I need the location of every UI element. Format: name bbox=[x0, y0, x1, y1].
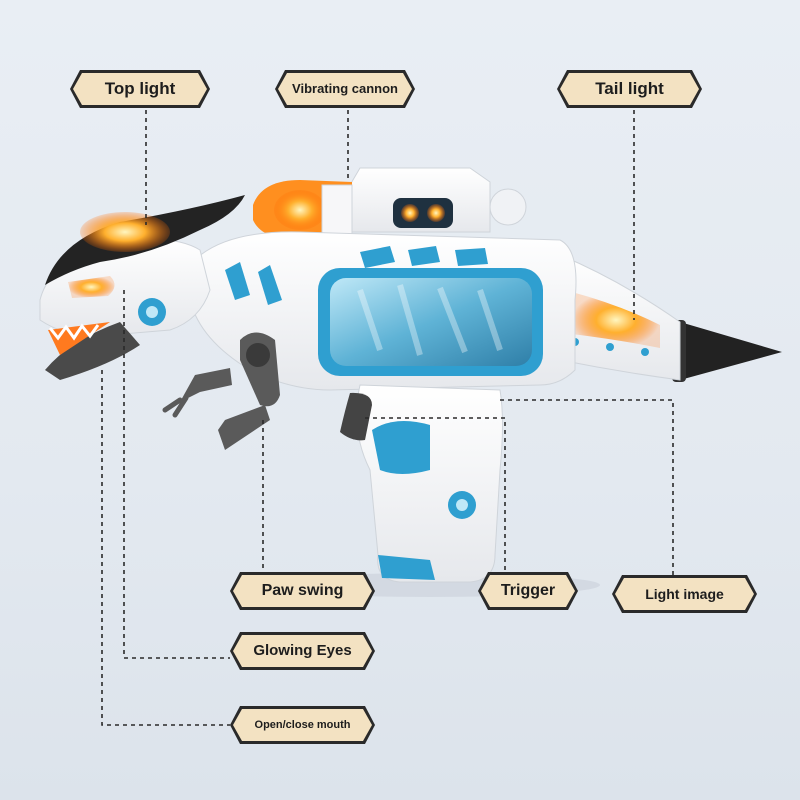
callout-vibrating-cannon: Vibrating cannon bbox=[275, 70, 415, 108]
callout-light-image-text: Light image bbox=[645, 586, 724, 602]
grip bbox=[356, 384, 503, 583]
callout-top-light-text: Top light bbox=[104, 79, 176, 98]
lower-jaw bbox=[45, 322, 140, 380]
light-image-screen bbox=[330, 278, 532, 366]
glowing-eye bbox=[68, 276, 115, 298]
callout-trigger-text: Trigger bbox=[500, 582, 556, 599]
trigger bbox=[340, 392, 372, 441]
leader-trigger bbox=[365, 417, 506, 572]
callout-glowing-eyes-text: Glowing Eyes bbox=[253, 642, 352, 659]
leader-glowing-eyes bbox=[123, 290, 230, 659]
callout-vibrating-cannon-text: Vibrating cannon bbox=[292, 81, 398, 96]
tail-light-glow bbox=[572, 292, 660, 348]
callout-open-close-mouth: Open/close mouth bbox=[230, 706, 375, 744]
callout-top-light: Top light bbox=[70, 70, 210, 108]
leader-mouth bbox=[101, 370, 230, 726]
callout-paw-swing-text: Paw swing bbox=[261, 582, 344, 599]
callout-tail-light: Tail light bbox=[557, 70, 702, 108]
top-light-glow bbox=[80, 212, 170, 252]
callout-paw-swing: Paw swing bbox=[230, 572, 375, 610]
paw-lower bbox=[218, 405, 270, 450]
callout-tail-light-text: Tail light bbox=[595, 79, 664, 98]
tail-drill bbox=[680, 322, 782, 380]
callout-light-image: Light image bbox=[612, 575, 757, 613]
callout-trigger: Trigger bbox=[478, 572, 578, 610]
callout-open-close-mouth-text: Open/close mouth bbox=[254, 719, 351, 731]
callout-glowing-eyes: Glowing Eyes bbox=[230, 632, 375, 670]
leader-light-image bbox=[500, 399, 674, 575]
